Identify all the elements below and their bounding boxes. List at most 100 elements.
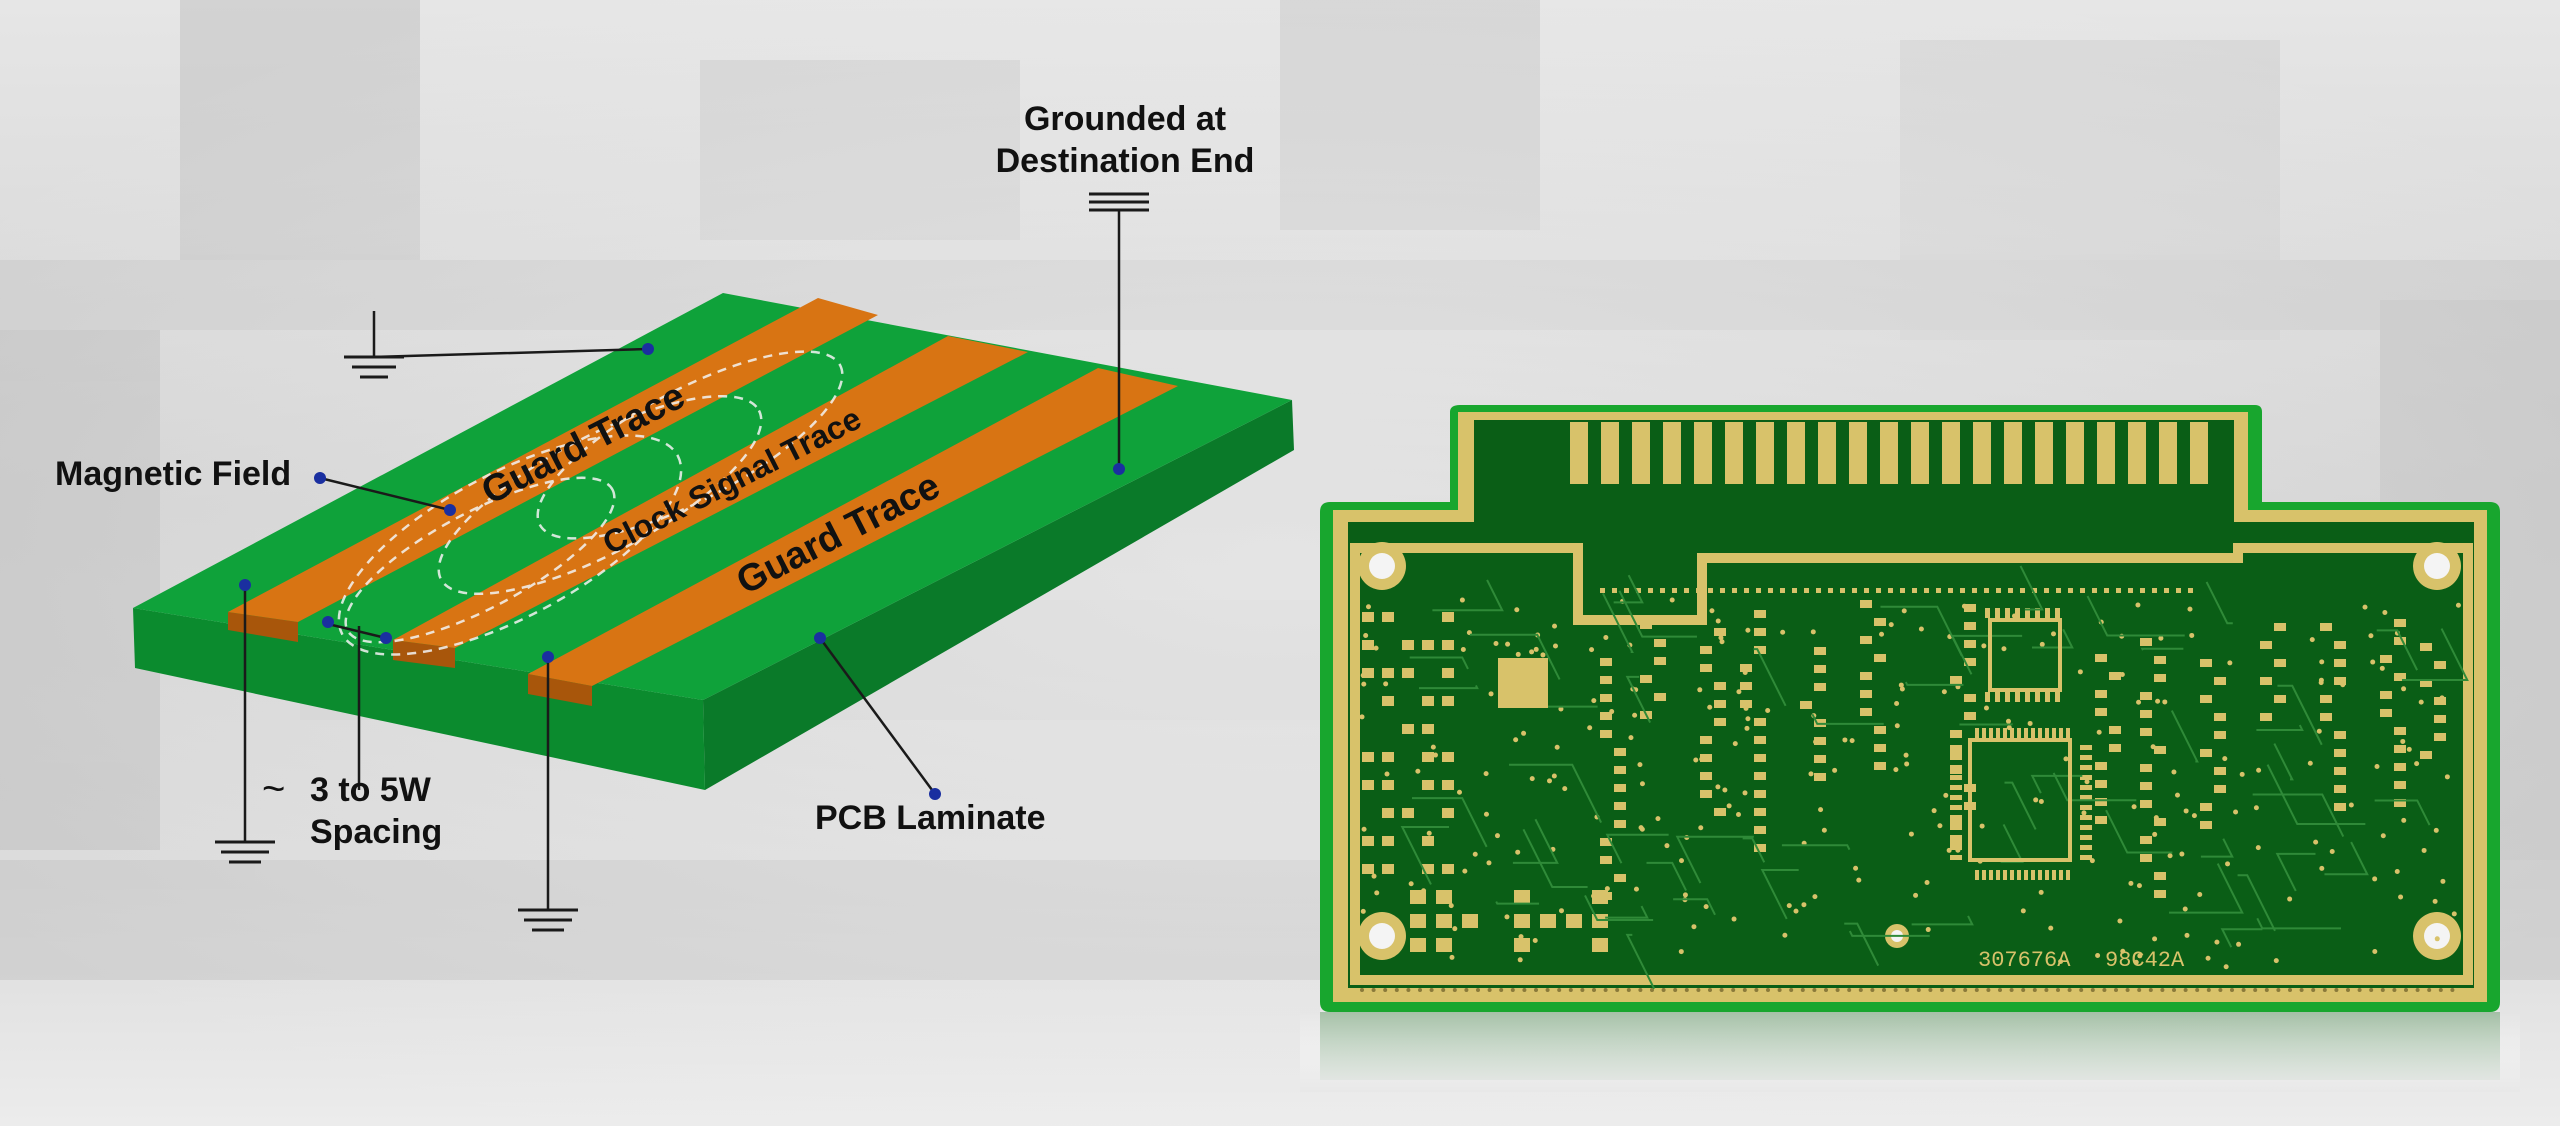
via: [1888, 622, 1894, 628]
edge-via: [2195, 988, 2200, 992]
via: [2174, 792, 2180, 798]
via: [2001, 646, 2007, 652]
pad: [1816, 588, 1821, 593]
trace: [2169, 863, 2244, 914]
edge-via: [1998, 988, 2002, 992]
ground-icon: [344, 355, 404, 379]
pad: [1442, 752, 1454, 762]
trace: [1602, 592, 1634, 654]
gold-edge-connectors: [1570, 422, 2208, 484]
pad: [2380, 691, 2392, 699]
pad: [2188, 588, 2193, 593]
via: [2400, 738, 2406, 744]
smd-pads: [1359, 588, 2461, 992]
pad: [1950, 755, 1962, 760]
via: [1639, 826, 1645, 832]
via: [1633, 886, 1639, 892]
pad: [2080, 835, 2092, 840]
pad: [1442, 780, 1454, 790]
via: [1521, 730, 1527, 736]
via: [2253, 805, 2259, 811]
pad: [1936, 588, 1941, 593]
via: [2362, 604, 2368, 610]
trace: [1646, 861, 1687, 891]
via: [2382, 609, 2388, 615]
edge-via: [1476, 988, 1480, 992]
via: [1810, 629, 1816, 635]
pad: [1640, 621, 1652, 629]
edge-via: [2241, 988, 2246, 992]
pad: [1362, 612, 1374, 622]
pad: [1982, 870, 1986, 880]
pad: [1714, 700, 1726, 708]
pad: [1382, 696, 1394, 706]
pad: [2176, 588, 2181, 593]
via: [1459, 597, 1465, 603]
via: [1591, 893, 1597, 899]
via: [1546, 778, 1552, 784]
pad: [2334, 659, 2346, 667]
via: [1359, 714, 1365, 720]
pad: [2274, 659, 2286, 667]
via: [2033, 797, 2039, 803]
via: [2440, 878, 2446, 884]
via: [1782, 932, 1788, 938]
via: [2048, 925, 2054, 931]
pad: [1462, 914, 1478, 928]
via: [2313, 839, 2319, 845]
edge-via: [1499, 988, 1504, 992]
via: [1699, 756, 1705, 762]
edge-via: [1951, 988, 1956, 992]
via: [2081, 810, 2087, 816]
via: [2158, 635, 2164, 641]
via: [2051, 631, 2057, 637]
pad: [1912, 588, 1917, 593]
pad: [1514, 914, 1530, 928]
edge-via: [1394, 988, 1399, 992]
pad: [1362, 836, 1374, 846]
pad: [1950, 785, 1962, 790]
pad: [2044, 588, 2049, 593]
via: [1786, 903, 1792, 909]
via: [2150, 744, 2156, 750]
via: [2406, 746, 2412, 752]
edge-via: [1719, 988, 1724, 992]
pad: [1754, 808, 1766, 816]
pad: [2024, 870, 2028, 880]
trace: [2031, 628, 2074, 649]
pad: [2214, 677, 2226, 685]
pad: [1754, 772, 1766, 780]
via: [1363, 632, 1369, 638]
pad: [1382, 808, 1394, 818]
pad: [2059, 870, 2063, 880]
pad: [2140, 764, 2152, 772]
ground-icon: [518, 908, 578, 932]
pad: [1950, 748, 1962, 756]
pad: [2394, 637, 2406, 645]
via: [2038, 798, 2044, 804]
via: [2006, 725, 2012, 731]
pad: [2032, 588, 2037, 593]
pad: [1600, 588, 1605, 593]
trace: [1904, 681, 1964, 686]
pad: [2080, 588, 2085, 593]
via: [1853, 865, 1859, 871]
pad: [1410, 914, 1426, 928]
via: [1908, 831, 1914, 837]
part-number: 307676A: [1978, 948, 2071, 973]
pad: [1700, 772, 1712, 780]
pad: [2010, 870, 2014, 880]
edge-via: [2357, 988, 2362, 992]
via: [1460, 646, 1466, 652]
via: [2433, 827, 2439, 833]
via: [1373, 645, 1379, 651]
via: [2451, 911, 2457, 917]
via: [1735, 812, 1741, 818]
edge-via: [2114, 988, 2118, 992]
pad: [1950, 835, 1962, 840]
via: [1432, 752, 1438, 758]
edge-via: [1580, 988, 1585, 992]
pad: [1600, 676, 1612, 684]
pad: [1700, 754, 1712, 762]
via: [1913, 892, 1919, 898]
